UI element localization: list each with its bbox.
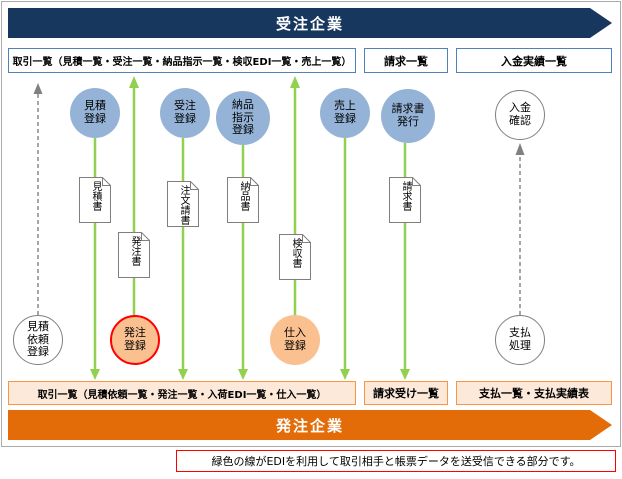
top-deposit-results-list-label: 入金実績一覧 <box>501 54 567 68</box>
doc-order-ack: 注文請書 <box>167 181 199 227</box>
node-quote-registration: 見積 登録 <box>70 88 120 138</box>
doc-invoice: 請求書 <box>389 177 421 223</box>
doc-delivery-slip: 納品書 <box>227 177 259 223</box>
document-icon <box>227 177 259 223</box>
bottom-payments-list-box: 支払一覧・支払実績表 <box>456 381 612 405</box>
node-label: 支払 処理 <box>509 326 531 352</box>
bottom-banner-ordering-company: 発注企業 <box>8 410 612 440</box>
doc-order-ack-label: 注文請書 <box>178 185 189 225</box>
top-banner-order-receiving-company: 受注企業 <box>8 8 612 38</box>
document-icon <box>389 177 421 223</box>
node-quote-request-registration: 見積 依頼 登録 <box>13 315 63 365</box>
doc-quote: 見積書 <box>79 177 111 223</box>
top-transactions-list-box: 取引一覧（見積一覧・受注一覧・納品指示一覧・検収EDI一覧・売上一覧） <box>8 48 356 73</box>
doc-purchase-order-label: 発注書 <box>129 236 140 266</box>
node-invoice-issue: 請求書 発行 <box>381 89 435 143</box>
top-deposit-results-list-box: 入金実績一覧 <box>456 48 612 73</box>
bottom-banner-label: 発注企業 <box>275 416 344 435</box>
node-deposit-confirmation: 入金 確認 <box>495 90 545 140</box>
node-label: 発注 登録 <box>124 326 146 352</box>
top-billing-list-box: 請求一覧 <box>364 48 448 73</box>
document-icon <box>118 232 150 278</box>
edi-legend-note: 緑色の線がEDIを利用して取引相手と帳票データを送受信できる部分です。 <box>176 450 616 472</box>
node-order-receive-registration: 受注 登録 <box>160 88 210 138</box>
node-label: 受注 登録 <box>174 99 196 125</box>
node-delivery-instruction-registration: 納品 指示 登録 <box>216 91 270 145</box>
document-icon <box>79 177 111 223</box>
top-billing-list-label: 請求一覧 <box>384 54 428 68</box>
bottom-payments-list-label: 支払一覧・支払実績表 <box>479 387 589 400</box>
diagram-frame <box>1 1 621 447</box>
doc-purchase-order: 発注書 <box>118 232 150 278</box>
doc-invoice-label: 請求書 <box>400 181 411 211</box>
node-order-registration-highlighted: 発注 登録 <box>110 315 160 365</box>
doc-delivery-slip-label: 納品書 <box>238 181 249 211</box>
bottom-billing-received-list-label: 請求受け一覧 <box>373 387 439 400</box>
document-icon <box>279 234 311 280</box>
node-label: 見積 依頼 登録 <box>27 320 49 359</box>
bottom-transactions-list-box: 取引一覧（見積依頼一覧・発注一覧・入荷EDI一覧・仕入一覧） <box>8 381 356 405</box>
document-icon <box>167 181 199 227</box>
top-transactions-list-label: 取引一覧（見積一覧・受注一覧・納品指示一覧・検収EDI一覧・売上一覧） <box>12 57 352 68</box>
node-payment-processing: 支払 処理 <box>495 315 545 365</box>
doc-quote-label: 見積書 <box>90 181 101 211</box>
edi-legend-note-text: 緑色の線がEDIを利用して取引相手と帳票データを送受信できる部分です。 <box>211 455 581 468</box>
node-label: 売上 登録 <box>334 99 356 125</box>
bottom-transactions-list-label: 取引一覧（見積依頼一覧・発注一覧・入荷EDI一覧・仕入一覧） <box>37 389 327 401</box>
doc-inspection-cert-label: 検収書 <box>290 238 301 268</box>
node-label: 仕入 登録 <box>284 326 306 352</box>
node-purchase-registration: 仕入 登録 <box>270 315 320 365</box>
top-banner-label: 受注企業 <box>275 14 344 33</box>
doc-inspection-cert: 検収書 <box>279 234 311 280</box>
node-label: 請求書 発行 <box>391 102 425 128</box>
node-label: 入金 確認 <box>509 101 531 127</box>
node-label: 見積 登録 <box>84 99 106 125</box>
node-sales-registration: 売上 登録 <box>320 88 370 138</box>
node-label: 納品 指示 登録 <box>232 98 254 137</box>
bottom-billing-received-list-box: 請求受け一覧 <box>364 381 448 405</box>
